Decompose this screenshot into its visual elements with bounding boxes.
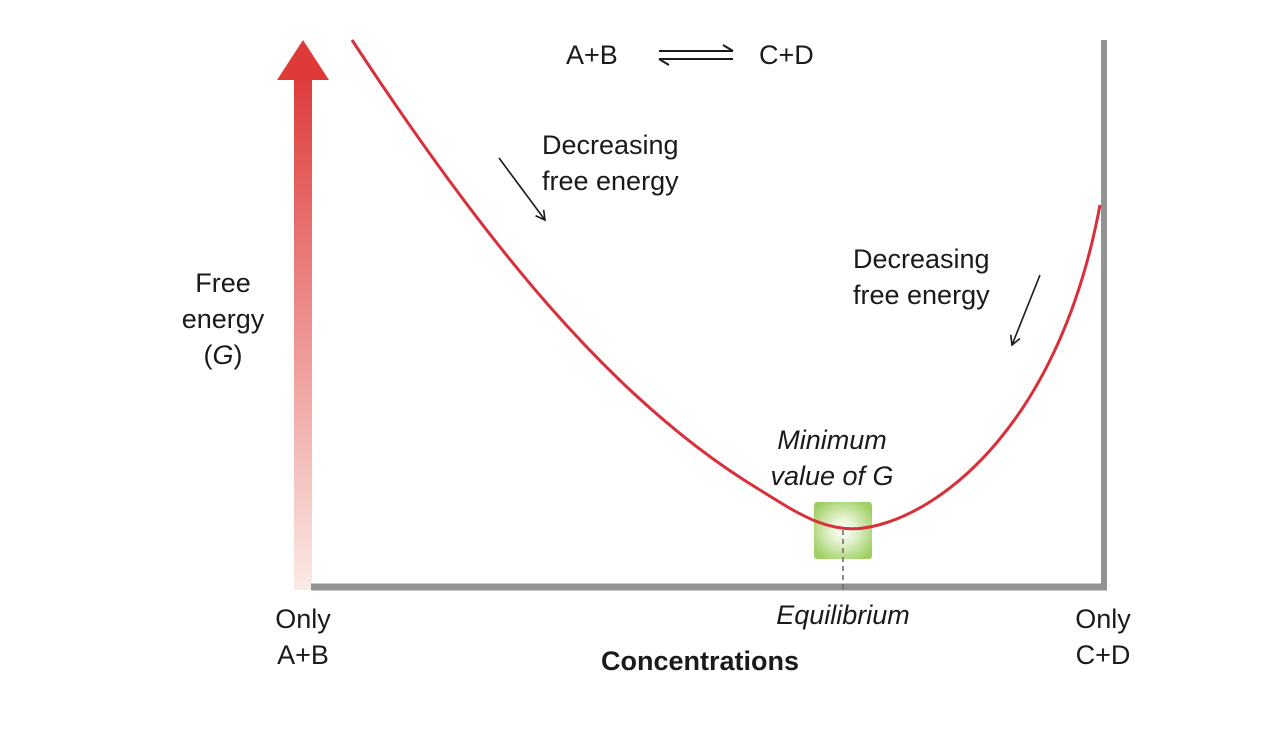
x-right-label: Only C+D	[1043, 601, 1163, 673]
equilibrium-label: Equilibrium	[776, 600, 910, 630]
right-decreasing-annotation: Decreasing free energy	[853, 241, 990, 313]
minimum-label: Minimum value of G	[752, 422, 912, 494]
x-left-label-line2: A+B	[277, 640, 329, 670]
y-axis-label-line1: Free	[195, 268, 251, 298]
x-right-label-line2: C+D	[1075, 640, 1131, 670]
left-annotation-line1: Decreasing	[542, 130, 679, 160]
y-axis-label-line2: energy	[181, 304, 265, 334]
arrow-head-icon	[277, 40, 329, 80]
left-decreasing-annotation: Decreasing free energy	[542, 127, 679, 199]
minimum-label-line2: value of G	[770, 461, 894, 491]
reaction-products: C+D	[759, 40, 814, 70]
right-decreasing-arrow-icon	[1009, 274, 1041, 347]
left-annotation-line2: free energy	[542, 166, 679, 196]
free-energy-curve	[350, 39, 1102, 531]
x-axis-title: Concentrations	[600, 646, 800, 676]
x-right-label-line1: Only	[1075, 604, 1131, 634]
g-symbol: G	[212, 340, 234, 370]
right-annotation-line1: Decreasing	[853, 244, 990, 274]
right-annotation-line2: free energy	[853, 280, 990, 310]
reaction-reactants: A+B	[566, 40, 618, 70]
y-axis-label: Free energy (G)	[163, 265, 283, 373]
x-left-label: Only A+B	[243, 601, 363, 673]
x-left-label-line1: Only	[275, 604, 331, 634]
equilibrium-arrows-icon	[658, 44, 734, 66]
y-axis-label-line3: (G)	[203, 340, 243, 370]
left-decreasing-arrow-icon	[498, 157, 546, 222]
arrow-shaft	[294, 72, 312, 590]
minimum-label-line1: Minimum	[777, 425, 887, 455]
free-energy-axis-arrow	[277, 40, 329, 590]
